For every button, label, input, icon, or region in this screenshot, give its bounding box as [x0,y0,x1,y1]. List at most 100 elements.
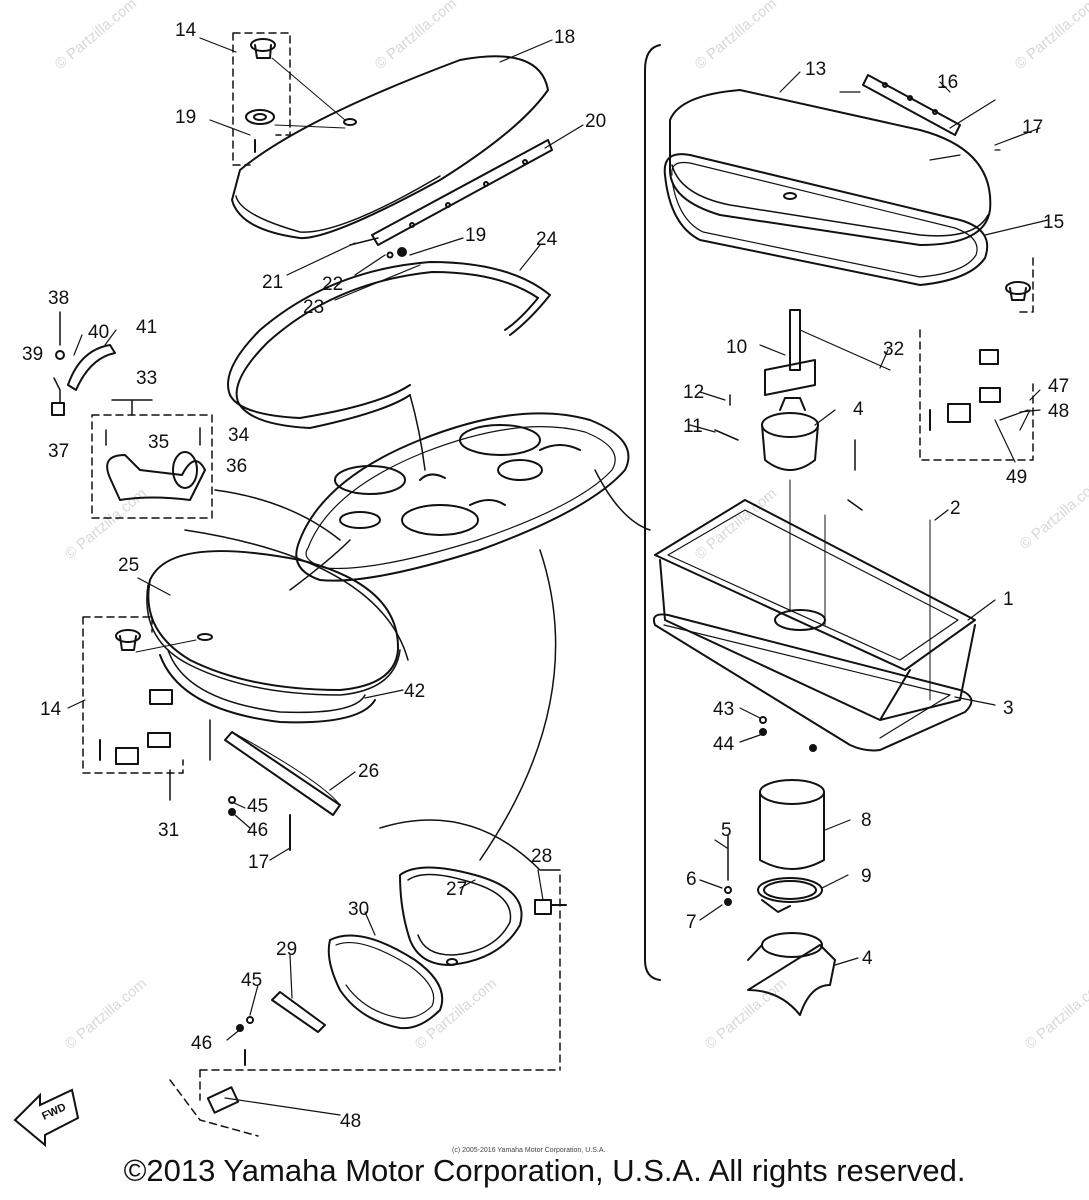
latch-48 [206,1049,246,1114]
storage-box-1 [654,479,976,721]
callout: 35 [148,432,169,453]
callout: 9 [861,866,872,887]
callout: 10 [726,337,747,358]
callout: 17 [248,852,269,873]
grommet-15 [1005,281,1031,301]
callout: 20 [585,111,606,132]
watermark: © Partzilla.com [372,0,460,73]
callout: 28 [531,846,552,867]
lid-25 [146,550,401,696]
seal-15 [663,153,989,286]
callout: 45 [241,970,262,991]
latch-31 [99,639,197,765]
callout: 39 [22,344,43,365]
callout: 38 [48,288,69,309]
callout: 1 [1003,589,1014,610]
hinge-20 [371,139,553,246]
seal-24 [227,261,551,429]
callout: 30 [348,899,369,920]
watermark: © Partzilla.com [692,0,780,73]
callout: 25 [118,555,139,576]
callout: 44 [713,734,735,755]
seal-30 [327,934,444,1030]
callout: 46 [191,1033,212,1054]
callout: 45 [247,796,268,817]
watercraft-hull [295,412,630,582]
callout: 27 [446,879,467,900]
cover-4-top [761,397,819,471]
callout: 6 [686,869,697,890]
callout: 11 [683,416,703,437]
small-copyright: (c) 2005-2016 Yamaha Motor Corporation, … [452,1147,605,1154]
latch-49 [929,349,1031,431]
callout: 19 [175,107,196,128]
bracket-10 [764,309,891,396]
callout: 2 [950,498,961,519]
callout: 23 [303,297,324,318]
callout: 40 [88,322,109,343]
group-bracket [644,44,661,981]
lid-13 [669,89,992,246]
grommet-14-lower [115,629,141,651]
callout: 12 [683,382,704,403]
callout: 14 [40,699,62,720]
callout: 48 [340,1111,361,1132]
callout: 29 [276,939,297,960]
callout: 31 [158,820,179,841]
callout: 46 [247,820,268,841]
watermark: © Partzilla.com [412,975,500,1053]
callout: 33 [136,368,157,389]
callout: 32 [883,339,904,360]
watermark: © Partzilla.com [1022,975,1089,1053]
callout: 15 [1043,212,1064,233]
callout: 14 [175,20,197,41]
callout: 4 [853,399,864,420]
callout: 13 [805,59,826,80]
watermark: © Partzilla.com [1017,475,1089,553]
cover-4-bottom [747,932,836,1016]
watermark: © Partzilla.com [1012,0,1089,73]
callout: 17 [1022,117,1043,138]
drain-cup-8 [759,779,825,870]
hinge-29 [236,991,326,1033]
callout: 7 [686,912,697,933]
latch-28 [534,899,567,915]
callout: 43 [713,699,734,720]
callout: 37 [48,441,69,462]
callout: 22 [322,274,343,295]
hinge-26 [224,731,341,851]
dashed-group-14 [232,32,291,166]
callout: 42 [404,681,425,702]
bracket-33 [105,427,206,501]
copyright-notice: ©2013 Yamaha Motor Corporation, U.S.A. A… [123,1153,966,1188]
watermark: © Partzilla.com [702,975,790,1053]
callout: 34 [228,425,250,446]
grab-handle-40 [51,311,116,416]
hinge-16 [862,74,1001,161]
callout: 8 [861,810,872,831]
callout: 4 [862,948,873,969]
callout: 49 [1006,467,1027,488]
grommet-14 [250,38,276,59]
callout: 41 [136,317,157,338]
fwd-arrow-icon: FWD [13,1088,80,1148]
callout: 16 [937,72,958,93]
callout: 21 [262,272,283,293]
grommet-19 [245,109,275,153]
callout: 24 [536,229,558,250]
callout: 36 [226,456,247,477]
callout: 19 [465,225,486,246]
lid-27 [399,866,523,966]
watermark: © Partzilla.com [62,975,150,1053]
callout-labels: 1 2 3 4 4 5 6 7 8 9 10 11 12 13 14 14 15… [22,20,1069,1132]
callout: 26 [358,761,379,782]
callout: 3 [1003,698,1014,719]
seat-lid-18 [231,55,549,240]
clamp-9 [757,877,823,913]
callout: 5 [721,820,732,841]
seal-42 [159,649,376,724]
callout: 48 [1048,401,1069,422]
callout: 47 [1048,376,1069,397]
